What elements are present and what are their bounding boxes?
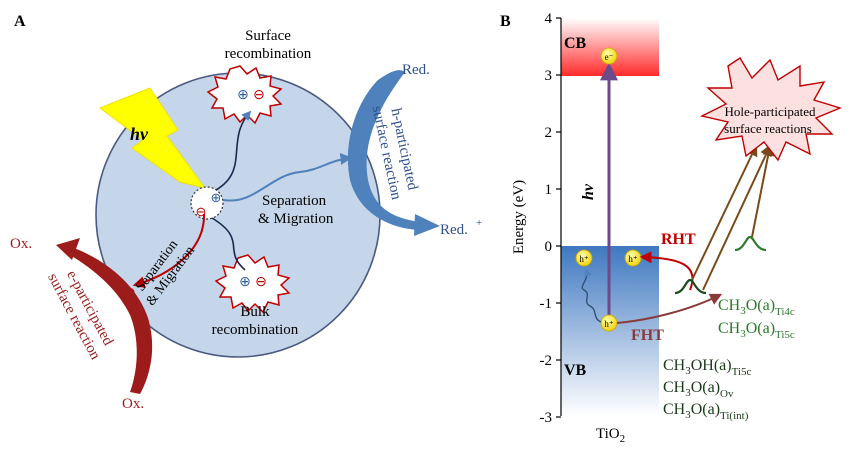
rht-label: RHT: [661, 231, 696, 248]
e-reaction-arrow: [70, 248, 153, 394]
y-tick-label: 4: [545, 11, 553, 27]
surface-recombination-label-2: recombination: [225, 46, 312, 62]
bulk-hole-symbol: ⊕: [239, 275, 251, 290]
black-species-item: CH3OH(a)Ti5c: [663, 357, 751, 378]
hole-label-right: h⁺: [628, 254, 638, 264]
surface-recombination-label-1: Surface: [245, 28, 291, 44]
bulk-recombination-path: [211, 217, 246, 271]
red-label: Red.: [402, 62, 430, 78]
black-species-item: CH3O(a)Ti(int): [663, 401, 749, 422]
adsorbate-level-2: [734, 235, 767, 252]
ox-top-label: Ox.: [10, 236, 32, 252]
hole-reactions-2: surface reactions: [724, 121, 812, 136]
hole-reactions-star: [699, 57, 843, 162]
black-species-item: CH3O(a)Ov: [663, 379, 734, 400]
red-plus-sup: +: [476, 217, 482, 229]
surface-recombination-path: [215, 110, 252, 191]
y-tick-label: -1: [540, 296, 553, 312]
h-reaction-arrow: [347, 70, 420, 230]
h-reaction-arrowhead: [414, 214, 440, 236]
hole-dot-left: [575, 249, 593, 267]
bulk-electron-symbol: ⊖: [255, 275, 267, 290]
surface-hole-symbol: ⊕: [237, 88, 249, 103]
hole-label-deep: h⁺: [604, 319, 614, 329]
panel-a-label: A: [14, 13, 26, 30]
green-species-item: CH3O(a)Ti5c: [718, 320, 795, 341]
vb-label: VB: [564, 362, 587, 379]
reaction-arrow-3: [751, 143, 775, 238]
sep-mig-right-2: & Migration: [258, 211, 334, 227]
y-axis-label: Energy (eV): [511, 180, 527, 254]
hole-label-left: h⁺: [579, 254, 589, 264]
adsorbate-level-1: [674, 278, 707, 295]
reaction-arrow-1: [691, 143, 758, 281]
y-tick-label: -3: [540, 410, 553, 426]
tio2-label: TiO2: [596, 426, 625, 445]
green-species-item: CH3O(a)Ti4c: [718, 297, 795, 318]
e-reaction-arrowhead: [56, 238, 80, 260]
reaction-arrow-2: [702, 143, 772, 291]
electron-symbol-center: ⊖: [196, 204, 207, 219]
panel-a: A hν ⊕ ⊖ ⊕ ⊖ Surface recombination ⊕ ⊖ B…: [10, 13, 482, 412]
fht-label: FHT: [631, 327, 664, 344]
exciton-circle: [190, 186, 224, 220]
panel-b-label: B: [500, 13, 511, 30]
bulk-recombination-label-1: Bulk: [240, 304, 270, 320]
cb-label: CB: [564, 35, 587, 52]
electron-migration-arrow: [132, 213, 206, 289]
electron-label: e⁻: [605, 52, 614, 62]
bulk-recombination-star: [214, 254, 291, 314]
hole-symbol-center: ⊕: [211, 190, 222, 205]
fht-arrow: [616, 293, 723, 324]
electron-dot: [600, 47, 618, 65]
hv-label-b: hν: [580, 183, 597, 200]
sep-mig-right-1: Separation: [262, 193, 327, 209]
bulk-recombination-label-2: recombination: [212, 322, 299, 338]
red-plus-label: Red.: [440, 222, 468, 238]
hole-reactions-1: Hole-participated: [725, 104, 816, 119]
surface-electron-symbol: ⊖: [253, 88, 265, 103]
y-tick-label: 0: [545, 239, 553, 255]
hole-migration-arrow: [222, 152, 353, 202]
ox-bottom-label: Ox.: [122, 396, 144, 412]
hv-label-a: hν: [130, 124, 149, 144]
y-tick-label: 1: [545, 182, 553, 198]
y-tick-label: -2: [540, 353, 553, 369]
hole-relaxation-path: [581, 268, 602, 323]
y-ticks: 4 3 2 1 0 -1 -2 -3: [540, 11, 561, 426]
y-tick-label: 2: [545, 125, 553, 141]
y-tick-label: 3: [545, 68, 553, 84]
